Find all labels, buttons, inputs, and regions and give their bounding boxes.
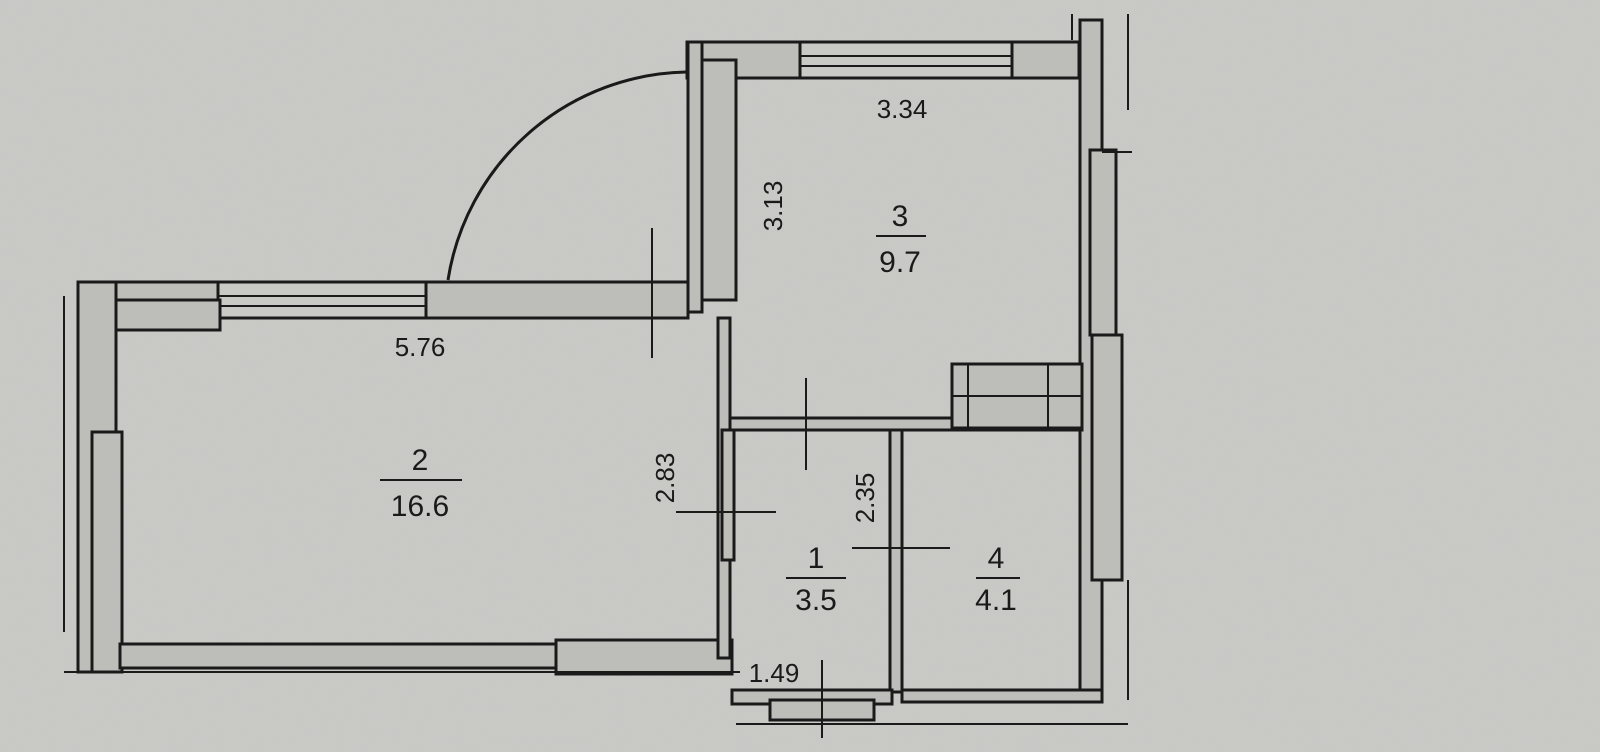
dimension-room2-depth: 2.83 bbox=[650, 453, 680, 504]
annotation-lines bbox=[63, 14, 1132, 738]
room-area: 16.6 bbox=[391, 490, 449, 523]
wall-left-room3-outer bbox=[686, 40, 704, 314]
dimension-labels: 3.34 3.13 5.76 2.83 2.35 1.49 bbox=[395, 94, 928, 688]
wall-bottom-room4 bbox=[900, 688, 1104, 704]
wall-left-room2-inner bbox=[90, 430, 124, 674]
room-number: 3 bbox=[892, 200, 909, 233]
walls bbox=[76, 18, 1124, 722]
wall-bottom-room2-seg bbox=[554, 638, 734, 676]
wall-column-room3 bbox=[700, 58, 738, 302]
room-3-label: 3 9.7 bbox=[876, 200, 926, 279]
window-top-room2 bbox=[216, 280, 428, 320]
wall-partition-2-1-upper bbox=[720, 428, 736, 562]
room-number: 4 bbox=[988, 542, 1005, 575]
wall-right-pillar-lower bbox=[1090, 333, 1124, 582]
room-number: 2 bbox=[412, 444, 429, 477]
window-top-room3 bbox=[798, 40, 1014, 80]
dimension-room3-width: 3.34 bbox=[877, 94, 928, 124]
door-swing-arc bbox=[446, 70, 687, 281]
room-area: 4.1 bbox=[975, 584, 1017, 617]
room-labels: 3 9.7 2 16.6 1 3.5 4 4.1 bbox=[380, 200, 1020, 617]
room-area: 3.5 bbox=[795, 584, 837, 617]
dimension-room1-depth: 2.35 bbox=[850, 473, 880, 524]
room-area: 9.7 bbox=[879, 246, 921, 279]
wall-partition-1-4 bbox=[888, 428, 904, 694]
dimension-room2-width: 5.76 bbox=[395, 332, 446, 362]
dimension-room1-width: 1.49 bbox=[749, 658, 800, 688]
wall-right-pillar-upper bbox=[1088, 148, 1118, 337]
room-1-label: 1 3.5 bbox=[786, 542, 846, 617]
room-2-label: 2 16.6 bbox=[380, 444, 462, 523]
room-number: 1 bbox=[808, 542, 825, 575]
room-4-label: 4 4.1 bbox=[975, 542, 1020, 617]
dimension-room3-depth: 3.13 bbox=[758, 181, 788, 232]
